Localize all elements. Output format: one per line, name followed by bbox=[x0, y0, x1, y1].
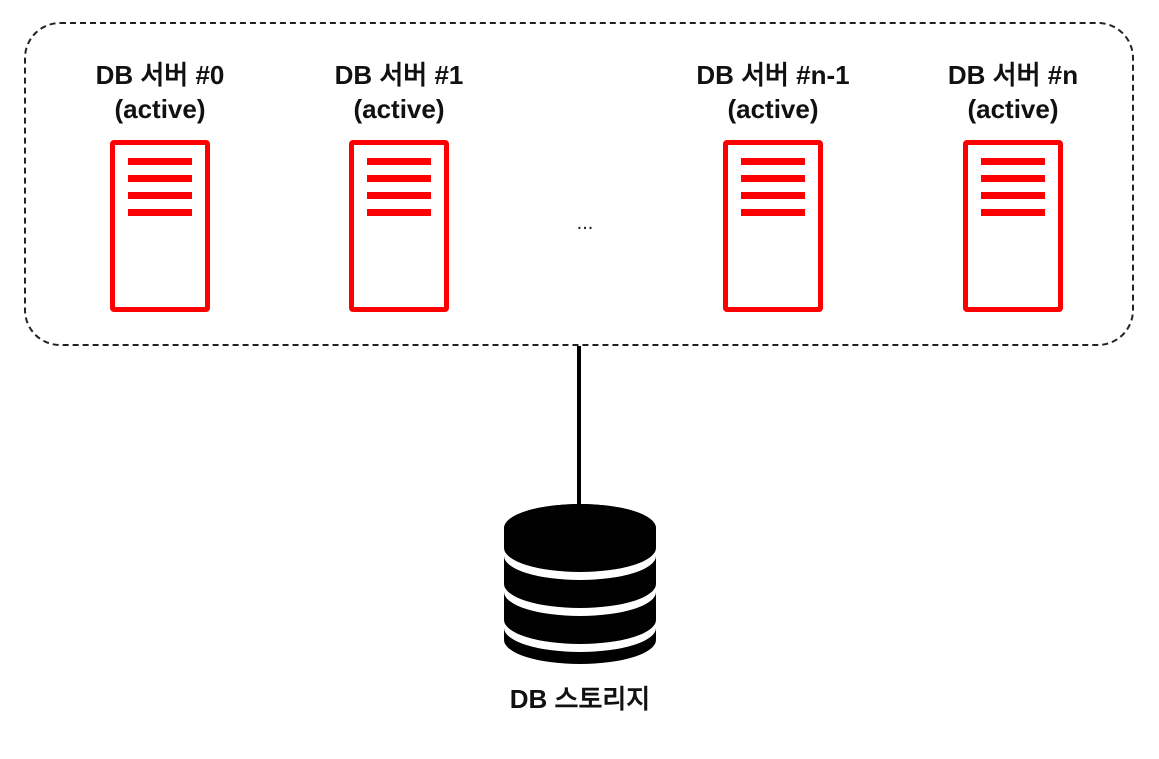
db-server-n: DB 서버 #n (active) bbox=[913, 58, 1113, 312]
db-server-cluster-group bbox=[24, 22, 1134, 346]
server-name: DB 서버 #0 bbox=[95, 60, 225, 90]
storage-label: DB 스토리지 bbox=[509, 684, 651, 714]
db-server-0: DB 서버 #0 (active) bbox=[60, 58, 260, 312]
server-status: (active) bbox=[353, 94, 445, 124]
server-rack-icon bbox=[349, 140, 449, 312]
server-name: DB 서버 #n bbox=[947, 60, 1079, 90]
server-rack-icon bbox=[110, 140, 210, 312]
database-cylinder-icon bbox=[504, 504, 656, 664]
db-server-1: DB 서버 #1 (active) bbox=[299, 58, 499, 312]
server-name: DB 서버 #n-1 bbox=[696, 60, 850, 90]
server-rack-icon bbox=[963, 140, 1063, 312]
server-name: DB 서버 #1 bbox=[334, 60, 464, 90]
connection-line bbox=[577, 346, 581, 504]
db-server-n-1: DB 서버 #n-1 (active) bbox=[673, 58, 873, 312]
server-status: (active) bbox=[114, 94, 206, 124]
server-status: (active) bbox=[967, 94, 1059, 124]
server-rack-icon bbox=[723, 140, 823, 312]
more-servers-ellipsis: ... bbox=[576, 212, 594, 234]
server-status: (active) bbox=[727, 94, 819, 124]
